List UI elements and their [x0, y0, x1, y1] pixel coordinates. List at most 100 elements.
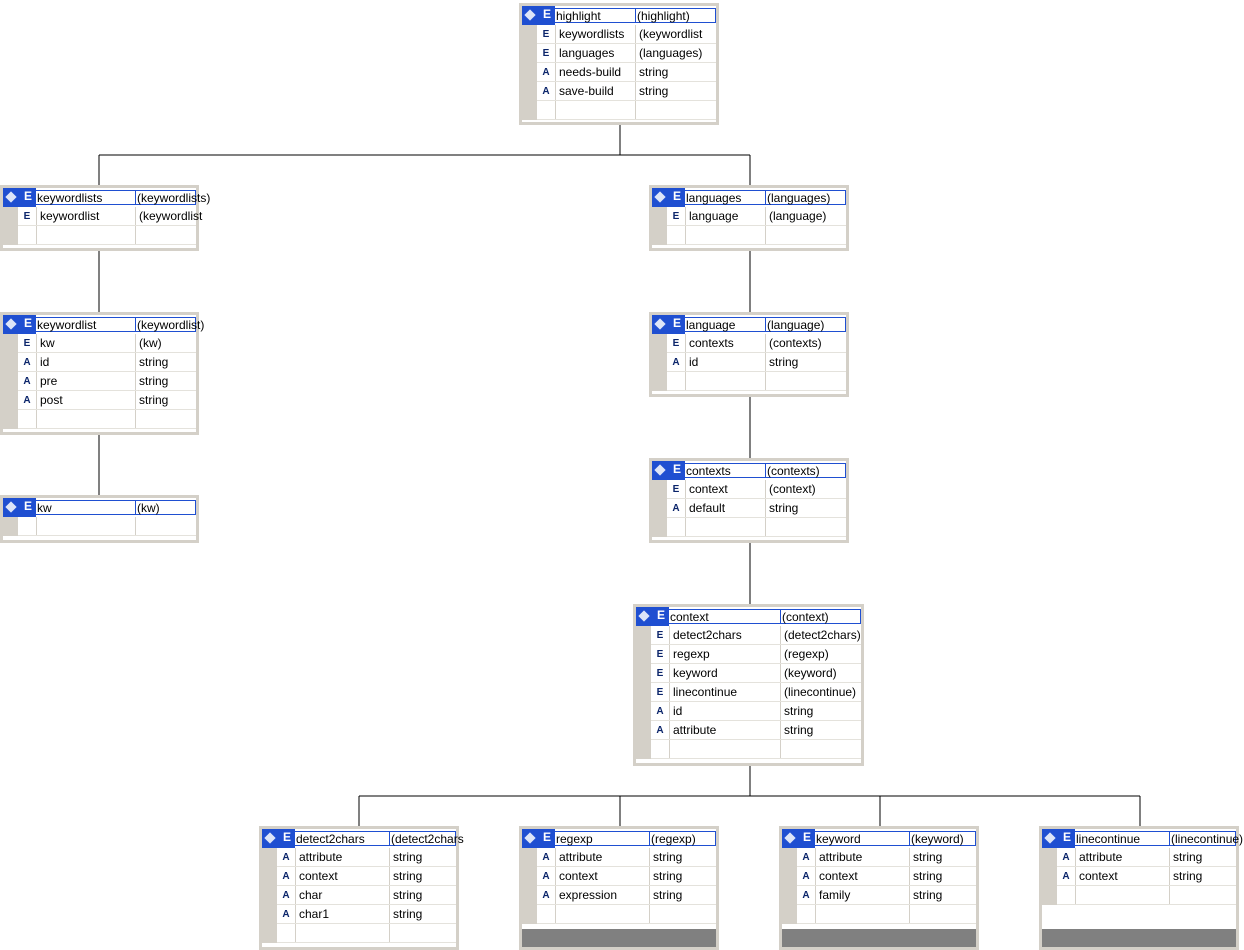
expand-diamond-icon[interactable]: [5, 191, 17, 203]
row-divider: [537, 923, 716, 924]
expand-diamond-icon[interactable]: [5, 318, 17, 330]
attribute-kind-icon: A: [656, 725, 664, 736]
expand-diamond-icon[interactable]: [1044, 832, 1056, 844]
expand-diamond-icon[interactable]: [524, 832, 536, 844]
element-badge-icon[interactable]: E: [522, 829, 555, 848]
node-type: (keyword): [909, 831, 976, 846]
element-badge-icon[interactable]: E: [652, 315, 685, 334]
element-badge-icon[interactable]: E: [652, 188, 685, 207]
column-divider: [295, 886, 296, 905]
element-badge-icon[interactable]: E: [782, 829, 815, 848]
attribute-kind-icon: A: [282, 871, 290, 882]
element-badge-icon[interactable]: E: [1042, 829, 1075, 848]
column-divider: [1075, 848, 1076, 867]
element-badge-icon[interactable]: E: [522, 6, 555, 25]
column-divider: [1169, 848, 1170, 867]
row-gutter: [636, 645, 651, 664]
row-name: needs-build: [559, 65, 622, 79]
expand-diamond-icon[interactable]: [654, 318, 666, 330]
element-kind-icon: E: [1062, 830, 1071, 844]
element-badge-icon[interactable]: E: [636, 607, 669, 626]
expand-diamond-icon[interactable]: [654, 464, 666, 476]
row-name: context: [299, 869, 338, 883]
element-badge-icon[interactable]: E: [3, 315, 36, 334]
row-gutter: [522, 82, 537, 101]
column-divider: [135, 353, 136, 372]
element-badge-icon[interactable]: E: [3, 188, 36, 207]
expand-diamond-icon[interactable]: [524, 9, 536, 21]
column-divider: [909, 867, 910, 886]
row-name: attribute: [673, 723, 717, 737]
element-badge-icon[interactable]: E: [3, 498, 36, 517]
expand-diamond-icon[interactable]: [5, 501, 17, 513]
expand-diamond-icon[interactable]: [638, 610, 650, 622]
element-badge-icon[interactable]: E: [262, 829, 295, 848]
expand-diamond-icon[interactable]: [784, 832, 796, 844]
expand-diamond-icon[interactable]: [264, 832, 276, 844]
expand-diamond-icon[interactable]: [654, 191, 666, 203]
row-gutter: [636, 721, 651, 740]
element-badge-icon[interactable]: E: [652, 461, 685, 480]
column-divider: [555, 44, 556, 63]
row-type: string: [1173, 869, 1203, 883]
